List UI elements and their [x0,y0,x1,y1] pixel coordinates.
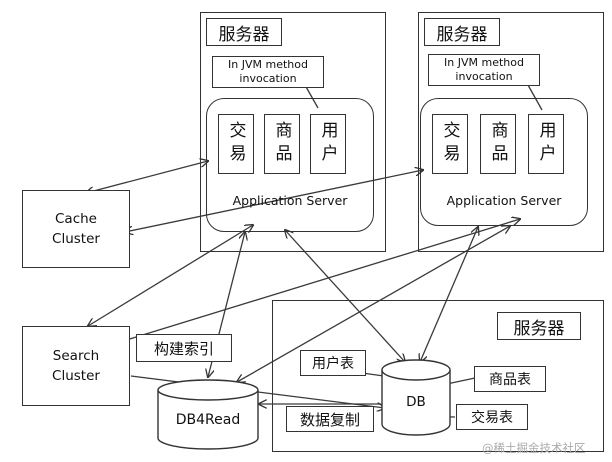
search-cluster: Search Cluster [22,326,130,406]
table-trade: 交易表 [456,404,528,430]
server-left-app-label: Application Server [232,192,348,208]
server-db-title: 服务器 [497,312,581,340]
cache-cluster-line2: Cluster [52,231,100,247]
callout-line-left [304,84,319,109]
server-left [200,12,386,252]
server-right-title: 服务器 [424,18,500,46]
db4read-label: DB4Read [175,412,241,428]
search-cluster-line1: Search [52,348,100,364]
db4read-cylinder [157,379,259,450]
server-right-invocation-note: In JVM method invocation [428,54,540,86]
arrow-cache-left-app [86,161,208,193]
server-left-invocation-note: In JVM method invocation [212,56,324,88]
server-right-app-server [420,98,588,226]
db-cylinder [381,359,451,436]
build-index-label: 构建索引 [136,334,232,362]
server-left-module-product: 商品 [264,114,300,174]
server-right-module-product: 商品 [480,114,516,174]
server-right-module-user: 用户 [528,114,564,174]
server-left-app-server [206,98,374,232]
db-label: DB [406,394,426,410]
table-user: 用户表 [300,350,366,376]
server-left-title: 服务器 [206,18,282,46]
callout-line-right [527,84,543,111]
data-replication-label: 数据复制 [286,406,374,432]
table-product: 商品表 [474,366,546,392]
arrow-right-app-db [420,227,478,362]
server-db [272,300,604,452]
server-right-app-label: Application Server [446,192,562,208]
cache-cluster: Cache Cluster [22,190,130,268]
server-right [418,12,604,252]
server-right-module-trade: 交易 [432,114,468,174]
watermark: @稀土掘金技术社区 [482,441,586,455]
server-left-module-trade: 交易 [218,114,254,174]
search-cluster-line2: Cluster [52,368,100,384]
server-left-module-user: 用户 [310,114,346,174]
cache-cluster-line1: Cache [55,211,97,227]
